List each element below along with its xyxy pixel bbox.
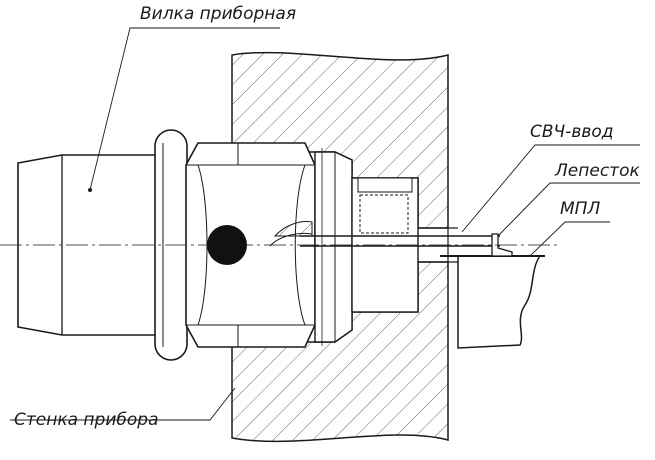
pin-socket-hatch [273, 221, 313, 237]
leader-wall [10, 387, 236, 421]
leader-plug [89, 27, 280, 191]
petal [491, 233, 513, 257]
hex-curve-right [294, 164, 306, 326]
leader-mpl [529, 221, 610, 257]
collar [314, 148, 353, 346]
leader-svch [461, 144, 640, 233]
plug-body [17, 154, 161, 336]
label-mpl: МПЛ [560, 199, 601, 219]
insulator-top-band [357, 177, 413, 193]
mpl-substrate [440, 255, 545, 349]
mpl-body [457, 255, 542, 349]
label-svch-input: СВЧ-ввод [530, 122, 614, 142]
label-wall: Стенка прибора [14, 410, 159, 430]
petal-shape [491, 233, 513, 257]
leader-petal [497, 182, 640, 237]
collar-outline [314, 151, 353, 343]
label-petal: Лепесток [555, 161, 640, 181]
glass-bead [359, 194, 409, 234]
leader-lines [10, 27, 640, 421]
label-plug: Вилка приборная [140, 4, 297, 24]
pin-socket-curve [269, 232, 313, 247]
center-conductor [269, 221, 500, 263]
